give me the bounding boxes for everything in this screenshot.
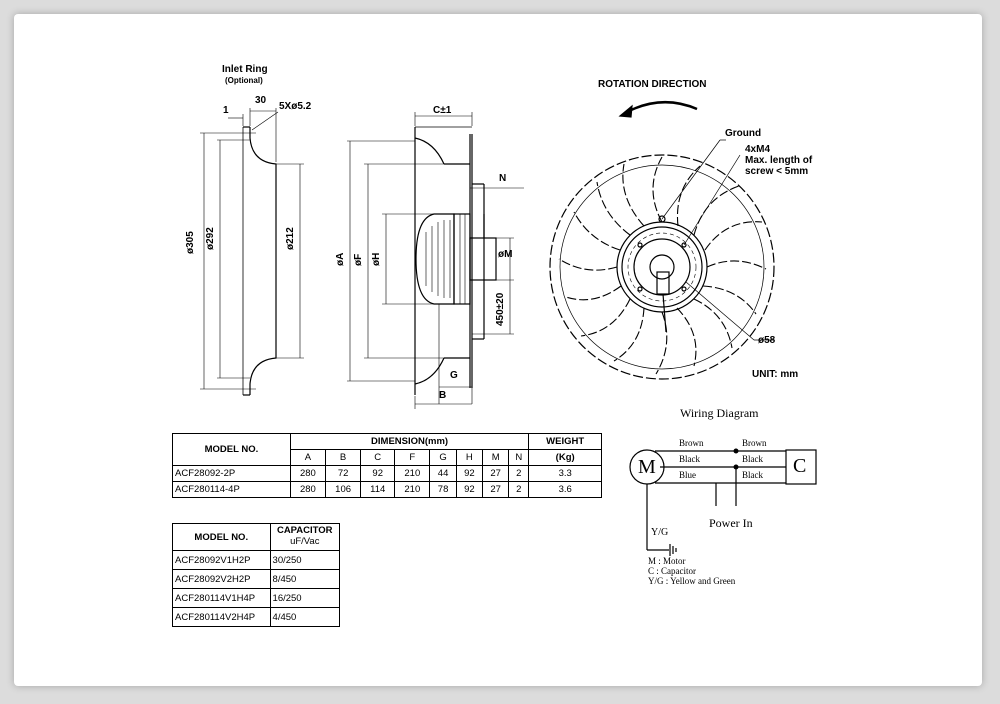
cap-value-cell: 8/450: [269, 569, 341, 589]
capacitor-header: CAPACITOR uF/Vac: [269, 523, 341, 551]
table-row: ACF28092V2H2P 8/450: [172, 569, 341, 589]
screw-label-1: 4xM4: [745, 144, 771, 155]
cap-model-cell: ACF28092V2H2P: [172, 569, 271, 589]
legend-capacitor: C : Capacitor: [648, 566, 696, 576]
dim-292: ø292: [205, 227, 216, 250]
power-in-label: Power In: [709, 516, 753, 530]
value-cell: 114: [360, 481, 396, 498]
rotation-direction: ROTATION DIRECTION: [598, 79, 707, 90]
technical-drawing: [200, 100, 817, 556]
cap-value-cell: 4/450: [269, 607, 341, 627]
fan-blades: [558, 156, 767, 375]
capacitor-table: MODEL NO. CAPACITOR uF/Vac ACF28092V1H2P…: [172, 523, 341, 627]
legend-motor: M : Motor: [648, 556, 686, 566]
wire-blue: Blue: [679, 470, 696, 480]
capacitor-header-line-1: CAPACITOR: [276, 525, 333, 537]
wire-brown-right: Brown: [742, 438, 767, 448]
dim-30: 30: [255, 95, 267, 106]
value-cell: 210: [394, 481, 431, 498]
table-row: ACF280114V2H4P 4/450: [172, 607, 341, 627]
inlet-ring-subtitle: (Optional): [225, 76, 263, 85]
dimension-table: MODEL NO. DIMENSION(mm) WEIGHT A B C F G…: [172, 433, 602, 498]
dim-n: N: [499, 173, 507, 184]
inlet-ring-top-curve: [249, 127, 277, 395]
capacitor-header-line-2: uF/Vac: [290, 536, 320, 547]
col-header: F: [394, 449, 431, 466]
dim-model-header: MODEL NO.: [172, 433, 291, 466]
wiring-title: Wiring Diagram: [680, 406, 759, 420]
wire-black-right-1: Black: [742, 454, 763, 464]
legend-yg: Y/G : Yellow and Green: [648, 576, 736, 586]
dim-m: øM: [498, 249, 513, 260]
drawing-sheet: Inlet Ring (Optional) 1 30 5Xø5.2 ø305 ø…: [14, 14, 982, 686]
model-cell: ACF280114-4P: [172, 481, 291, 498]
unit-label: UNIT: mm: [752, 369, 799, 380]
dim-c: C±1: [433, 105, 452, 116]
col-header: H: [455, 449, 484, 466]
value-cell: 44: [429, 465, 457, 482]
cap-model-header: MODEL NO.: [172, 523, 271, 551]
col-header: M: [482, 449, 510, 466]
value-cell: 27: [482, 465, 510, 482]
wire-black-right-2: Black: [742, 470, 763, 480]
ground-label: Ground: [725, 128, 762, 139]
col-header: G: [429, 449, 457, 466]
value-cell: 92: [455, 465, 484, 482]
dim-f: øF: [353, 253, 364, 266]
screw-label-3: screw < 5mm: [745, 166, 809, 177]
dim-holes: 5Xø5.2: [279, 101, 312, 112]
dim-212: ø212: [285, 227, 296, 250]
value-cell: 72: [324, 465, 362, 482]
dimension-header: DIMENSION(mm): [289, 433, 530, 450]
value-cell: 280: [289, 481, 327, 498]
wire-brown-left: Brown: [679, 438, 704, 448]
weight-cell: 3.6: [528, 481, 602, 498]
fan-outer-circle: [549, 154, 775, 380]
value-cell: 106: [324, 481, 362, 498]
table-row: ACF28092-2P 280 72 92 210 44 92 27 2 3.3: [172, 465, 602, 482]
dim-1: 1: [223, 105, 229, 116]
table-row: ACF280114-4P 280 106 114 210 78 92 27 2 …: [172, 481, 602, 498]
dim-58: ø58: [758, 335, 776, 346]
col-header: C: [360, 449, 396, 466]
weight-cell: 3.3: [528, 465, 602, 482]
inlet-ring-title: Inlet Ring: [222, 64, 268, 75]
value-cell: 92: [360, 465, 396, 482]
screw-label-2: Max. length of: [745, 155, 813, 166]
value-cell: 92: [455, 481, 484, 498]
cap-model-cell: ACF280114V2H4P: [172, 607, 271, 627]
cap-model-cell: ACF28092V1H2P: [172, 550, 271, 570]
wire-black-left: Black: [679, 454, 700, 464]
col-header: N: [508, 449, 530, 466]
value-cell: 2: [508, 481, 530, 498]
value-cell: 2: [508, 465, 530, 482]
cap-model-cell: ACF280114V1H4P: [172, 588, 271, 608]
dim-b: B: [439, 390, 447, 401]
cap-value-cell: 16/250: [269, 588, 341, 608]
dim-305: ø305: [185, 231, 196, 254]
value-cell: 27: [482, 481, 510, 498]
dim-lead: 450±20: [495, 292, 506, 326]
dim-h: øH: [371, 252, 382, 266]
value-cell: 280: [289, 465, 327, 482]
model-cell: ACF28092-2P: [172, 465, 291, 482]
weight-unit: (Kg): [528, 449, 602, 466]
yg-label: Y/G: [651, 527, 669, 538]
motor-symbol: M: [638, 456, 656, 478]
weight-header: WEIGHT: [528, 433, 602, 450]
cap-value-cell: 30/250: [269, 550, 341, 570]
col-header: A: [289, 449, 327, 466]
value-cell: 78: [429, 481, 457, 498]
col-header: B: [324, 449, 362, 466]
capacitor-symbol: C: [793, 455, 807, 477]
value-cell: 210: [394, 465, 431, 482]
motor-body: [415, 213, 455, 305]
dim-a: øA: [335, 252, 346, 266]
dim-g: G: [450, 370, 458, 381]
table-row: ACF280114V1H4P 16/250: [172, 588, 341, 608]
table-row: ACF28092V1H2P 30/250: [172, 550, 341, 570]
